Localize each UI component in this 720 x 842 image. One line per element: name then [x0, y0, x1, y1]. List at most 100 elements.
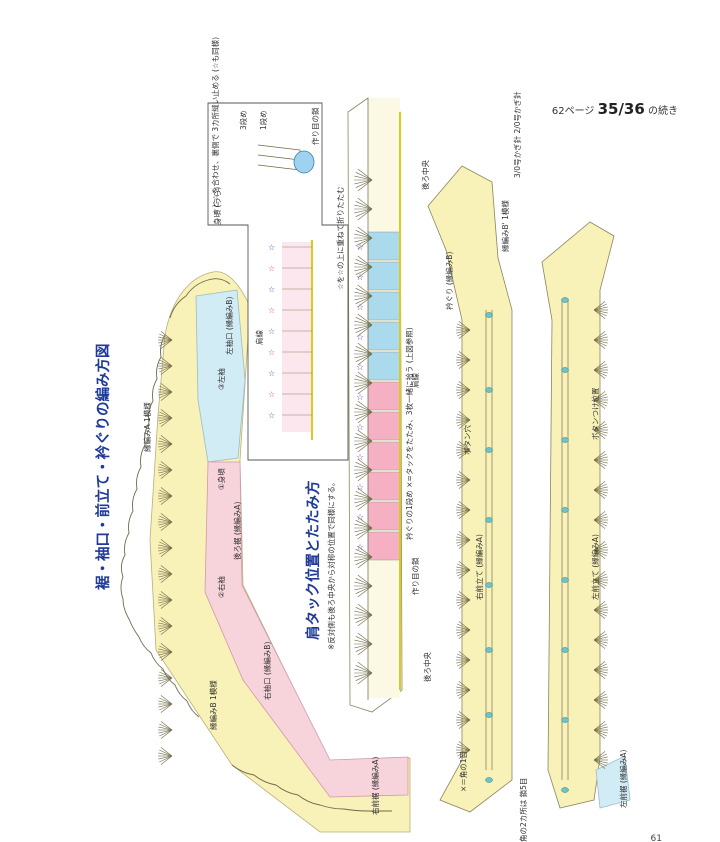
right-band-shell-icon	[456, 749, 471, 754]
neck-shell-icon	[357, 458, 373, 471]
button-hole-icon	[485, 712, 493, 718]
front-bands	[158, 165, 631, 813]
right-band-shell-icon	[457, 449, 471, 457]
hem-shell-icon	[160, 625, 173, 635]
left-hem-label: ③左袖	[216, 368, 226, 390]
right-band-shell-icon	[458, 741, 471, 751]
hem-shell-icon	[159, 573, 173, 581]
hem-shell-icon	[160, 651, 173, 661]
neck-shell-icon	[357, 208, 373, 221]
hem-shell-icon	[158, 729, 173, 734]
neck-shell-icon	[355, 208, 373, 217]
right-band-shell-icon	[457, 569, 471, 577]
neck-shell-icon	[355, 375, 373, 384]
right-band-shell-icon	[456, 626, 471, 631]
hem-shell-icon	[159, 463, 173, 471]
right-band-shell-icon	[456, 509, 471, 514]
right-band-shell-icon	[458, 749, 471, 759]
left-band-shell-icon	[593, 661, 606, 671]
right-band-shell-icon	[458, 329, 471, 339]
neck-shell-icon	[354, 295, 373, 301]
hem-shell-icon	[160, 677, 173, 687]
left-band-shell-icon	[593, 571, 606, 581]
left-band-shell-icon	[593, 639, 608, 644]
left-band-shell-icon	[593, 426, 608, 431]
left-band-shell-icon	[593, 301, 606, 311]
right-band-shell-icon	[456, 329, 471, 334]
star-icon: ☆	[356, 483, 364, 493]
neck-shell-icon	[357, 226, 373, 239]
pattern-number: 35/36	[597, 100, 645, 118]
right-front-hem-label: 右前裾 (縁編みA)	[370, 757, 380, 815]
right-band-shell-icon	[456, 446, 471, 451]
left-band-shell-icon	[593, 579, 606, 589]
left-band-shell-icon	[593, 453, 607, 461]
right-band-shell-icon	[456, 719, 471, 724]
hem-shell-icon	[160, 573, 173, 583]
hem-shell-icon	[158, 362, 173, 367]
left-band-shell-icon	[593, 759, 607, 767]
neck-shell-icon	[357, 324, 373, 337]
hem-shell-icon	[159, 651, 173, 659]
right-band-shell-icon	[458, 599, 471, 609]
right-band-shell-icon	[456, 659, 471, 664]
button-icon	[561, 717, 569, 723]
neck-shell-icon	[357, 603, 373, 616]
hem-shell-icon	[159, 417, 173, 425]
hem-shell-icon	[158, 365, 173, 370]
right-band-shell-icon	[457, 653, 471, 661]
hem-shell-icon	[158, 703, 173, 708]
right-band-shell-icon	[457, 389, 471, 397]
left-band-shell-icon	[593, 519, 606, 529]
hem-shell-icon	[158, 726, 173, 731]
hem-shell-icon	[160, 391, 173, 401]
hem-shell-icon	[158, 599, 173, 604]
neck-shell-icon	[355, 491, 373, 500]
left-band-shell-icon	[593, 639, 607, 647]
neck-shell-icon	[355, 237, 373, 246]
neck-shell-icon	[354, 266, 373, 272]
hem-shell-icon	[158, 440, 173, 445]
neck-shell-icon	[355, 404, 373, 413]
left-band-shell-icon	[593, 636, 608, 641]
star-icon: ☆	[356, 243, 364, 253]
neck-shell-icon	[357, 574, 373, 587]
right-band-shell-icon	[456, 386, 471, 391]
left-band-shell-icon	[593, 511, 606, 521]
left-band-shell-icon	[593, 699, 608, 704]
page-ref: 62ページ	[551, 106, 595, 117]
corner-note-label: 角の2カ所は 鎖5目	[518, 778, 528, 842]
button-hole-icon	[485, 312, 493, 318]
neck-start-label: 衿ぐりの1段め ×=タックをたたみ、3枚一緒に拾う (上図参照)	[404, 327, 414, 540]
neck-shell-icon	[354, 469, 373, 475]
left-band-shell-icon	[593, 393, 607, 401]
neck-shell-icon	[355, 636, 373, 645]
neck-shell-icon	[355, 411, 373, 420]
hem-shell-icon	[158, 674, 173, 679]
right-band-shell-icon	[456, 389, 471, 394]
left-band-shell-icon	[593, 549, 606, 559]
hem-shell-icon	[159, 729, 173, 737]
hem-shell-icon	[159, 671, 173, 679]
hem-shell-icon	[160, 547, 173, 557]
right-band-shell-icon	[457, 419, 471, 427]
left-band-shell-icon	[593, 399, 607, 407]
neck-shell-icon	[354, 349, 373, 355]
left-band-shell-icon	[593, 759, 606, 769]
star-icon: ☆	[268, 264, 275, 273]
neck-shell-icon	[355, 556, 373, 565]
right-band-shell-icon	[456, 476, 471, 481]
right-band-shell-icon	[457, 749, 471, 757]
right-band-shell-icon	[456, 419, 471, 424]
neck-shell-icon	[357, 527, 373, 540]
hem-shell-icon	[158, 700, 173, 705]
hem-shell-icon	[160, 365, 173, 375]
right-band-shell-icon	[457, 443, 471, 451]
neck-strip: ☆☆☆☆☆☆☆☆☆☆☆	[347, 97, 403, 713]
right-band-shell-icon	[457, 473, 471, 481]
neck-shell-icon	[357, 469, 373, 482]
left-band-shell-icon	[593, 369, 607, 377]
star-icon: ☆	[356, 423, 364, 433]
left-band-shell-icon	[593, 483, 607, 491]
left-band-shell-icon	[593, 603, 607, 611]
